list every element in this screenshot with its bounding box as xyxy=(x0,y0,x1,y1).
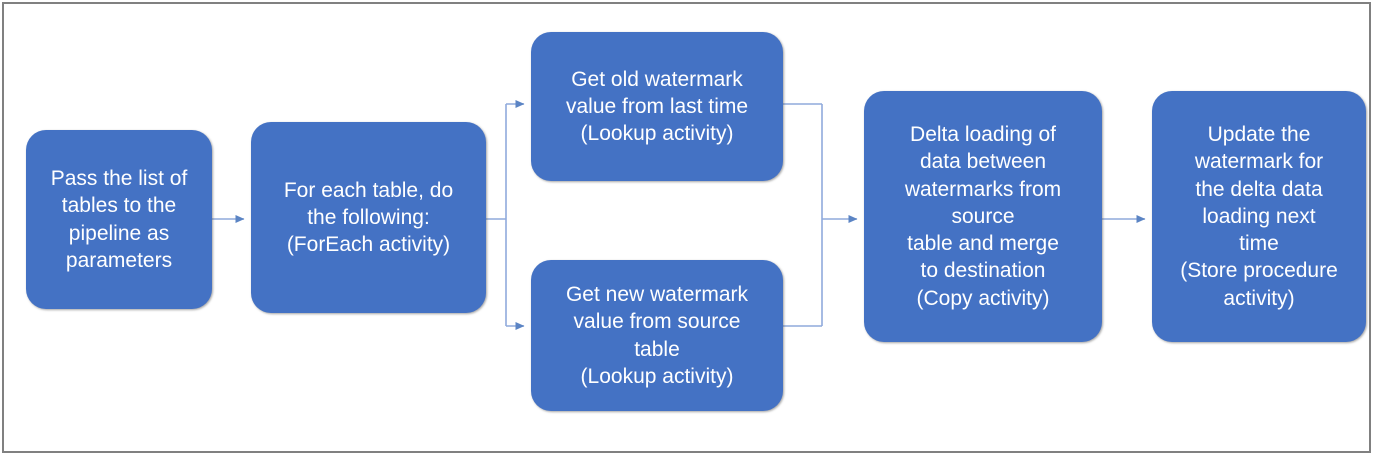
node-delta-loading-copy-activity[interactable]: Delta loading of data between watermarks… xyxy=(864,91,1102,342)
node-pass-list-label: Pass the list of tables to the pipeline … xyxy=(50,166,188,272)
node-update-watermark[interactable]: Update the watermark for the delta data … xyxy=(1152,91,1366,342)
edge-lookups-to-delta xyxy=(783,103,858,327)
node-pass-list-of-tables[interactable]: Pass the list of tables to the pipeline … xyxy=(26,130,212,309)
node-update-watermark-label: Update the watermark for the delta data … xyxy=(1180,122,1338,310)
node-foreach-activity[interactable]: For each table, do the following: (ForEa… xyxy=(251,122,486,313)
node-new-watermark-label: Get new watermark value from source tabl… xyxy=(565,282,749,388)
node-foreach-label: For each table, do the following: (ForEa… xyxy=(283,178,454,257)
edge-foreach-to-lookups xyxy=(486,100,525,330)
node-get-old-watermark[interactable]: Get old watermark value from last time (… xyxy=(531,32,783,181)
node-get-new-watermark[interactable]: Get new watermark value from source tabl… xyxy=(531,260,783,411)
node-old-watermark-label: Get old watermark value from last time (… xyxy=(565,67,749,146)
node-delta-load-label: Delta loading of data between watermarks… xyxy=(904,122,1062,310)
diagram-frame: Pass the list of tables to the pipeline … xyxy=(2,2,1371,453)
